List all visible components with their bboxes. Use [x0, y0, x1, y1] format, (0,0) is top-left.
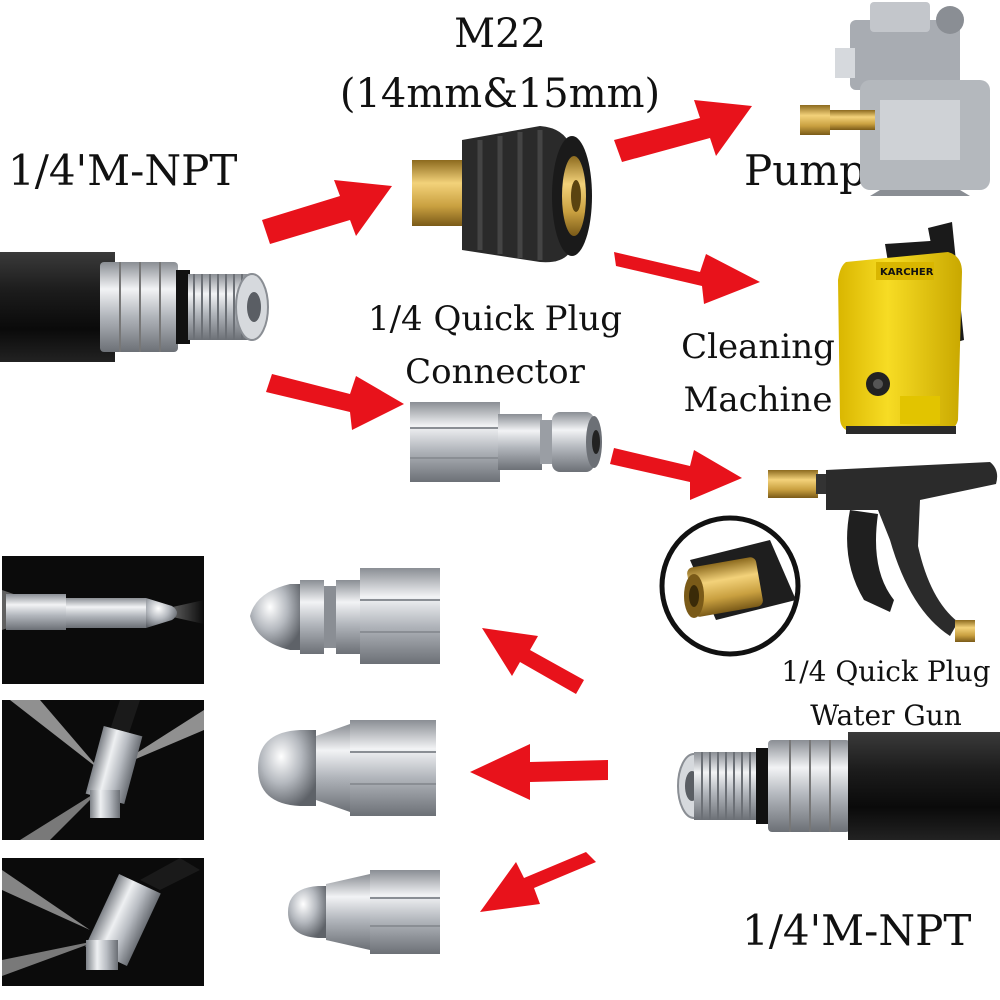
hose-npt-top [0, 252, 269, 362]
npt-label-top: 1/4'M-NPT [8, 146, 238, 195]
arrow-to-nozzle-button [480, 852, 596, 912]
cleaning-machine-label: Cleaning [681, 327, 835, 367]
arrows [262, 100, 760, 912]
arrow-m22-to-pump [614, 100, 752, 162]
arrow-to-nozzle-pointed [482, 628, 584, 694]
water-gun-label: 1/4 Quick Plug [781, 655, 991, 688]
arrow-to-nozzle-rounded [470, 744, 608, 800]
quick-plug-connector-label: 1/4 Quick Plug [367, 299, 623, 339]
npt-label-bottom: 1/4'M-NPT [742, 906, 972, 955]
arrow-connector-to-gun [610, 448, 742, 500]
water-gun-label-2: Water Gun [810, 699, 962, 732]
nozzle-button [288, 870, 440, 954]
arrow-m22-to-machine [614, 252, 760, 304]
quick-plug-connector [410, 402, 602, 482]
nozzle-rounded [258, 720, 436, 816]
m22-size-label: (14mm&15mm) [339, 71, 661, 117]
cleaning-machine-image: KARCHER [838, 222, 964, 434]
spray-photo-3 [2, 858, 204, 986]
m22-adapter [412, 126, 592, 263]
m22-label: M22 [454, 11, 546, 57]
quick-plug-connector-label-2: Connector [405, 352, 585, 392]
machine-brand-text: KARCHER [880, 267, 934, 278]
brass-coupler-detail [659, 515, 801, 657]
nozzle-pointed [250, 568, 440, 664]
pump-image [800, 2, 990, 196]
arrow-hose-to-m22 [262, 180, 392, 244]
water-gun-image [768, 462, 998, 642]
hose-npt-bottom [677, 732, 1000, 840]
spray-photo-2 [2, 700, 204, 840]
cleaning-machine-label-2: Machine [683, 380, 833, 420]
pump-label: Pump [744, 146, 867, 195]
spray-photo-1 [2, 556, 204, 684]
arrow-hose-to-connector [266, 374, 404, 430]
